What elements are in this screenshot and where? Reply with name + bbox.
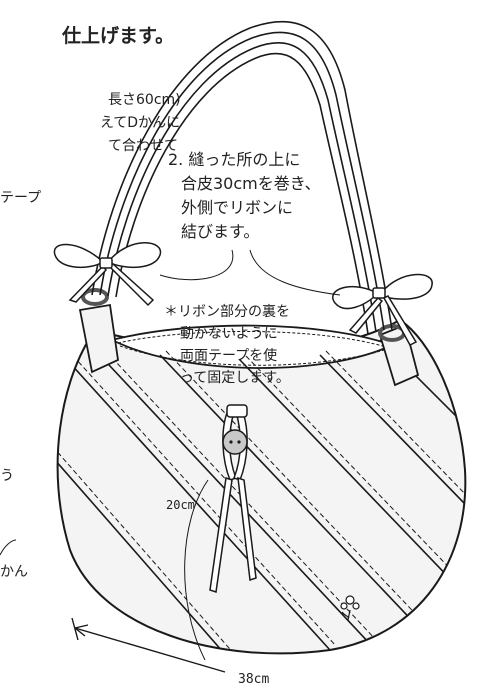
left-fragment-u: う xyxy=(0,468,14,484)
leader-right xyxy=(249,249,341,296)
flower-embroidery xyxy=(340,595,360,621)
step2-line4: 結びます。 xyxy=(181,222,260,241)
dim-38cm xyxy=(71,617,226,673)
tip-line2: 動かないように xyxy=(180,326,278,342)
handle-straps xyxy=(91,20,393,335)
left-strap-tab xyxy=(78,303,119,374)
leader-left xyxy=(159,249,234,281)
left-d-ring xyxy=(81,288,109,306)
dim-20cm-label: 20cm xyxy=(166,498,195,512)
left-note-line1: 長さ60cm) xyxy=(108,92,181,108)
left-bow xyxy=(53,242,162,307)
dim-38cm-label: 38cm xyxy=(238,672,270,687)
left-note-line3: て合わせて xyxy=(108,138,178,154)
wooden-button xyxy=(222,429,248,455)
dim-20cm-line xyxy=(184,479,209,661)
opening-stitch-lower xyxy=(119,345,385,366)
tip-line3: 両面テープを使 xyxy=(180,348,278,364)
leader-kan xyxy=(0,539,17,556)
right-bow xyxy=(332,273,433,346)
opening-stitch xyxy=(117,330,387,348)
step2-line2: 合皮30cmを巻き、 xyxy=(181,174,321,193)
left-fragment-kan: かん xyxy=(0,564,28,580)
left-note-line2: えてDかんに xyxy=(100,115,181,131)
tip-line1: ＊リボン部分の裏を xyxy=(164,304,290,320)
step2-line3: 外側でリボンに xyxy=(181,198,294,217)
tip-line4: って固定します。 xyxy=(180,370,290,386)
step2-line1: 2. 縫った所の上に xyxy=(168,150,301,169)
left-note-line4: テープ xyxy=(0,190,42,206)
top-heading: 仕上げます。 xyxy=(62,25,175,47)
